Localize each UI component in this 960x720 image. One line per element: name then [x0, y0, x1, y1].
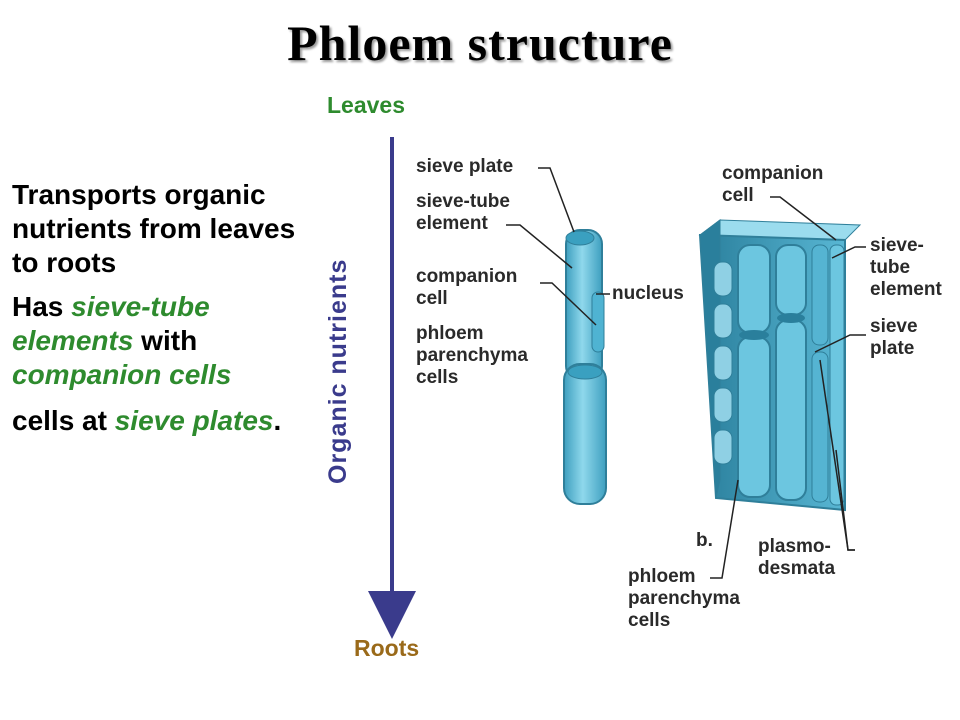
label-panel-b: b.	[696, 530, 713, 551]
label-sieve-plate-right-1: sieve	[870, 316, 918, 337]
bullet-transport: Transports organic nutrients from leaves…	[12, 179, 296, 278]
sieve-plate	[777, 313, 805, 323]
page-title: Phloem structure	[287, 15, 673, 71]
sieve-tube-element-lower	[563, 363, 607, 505]
left-cell-illustration	[563, 229, 607, 505]
bullet2-text-a: Has	[12, 291, 72, 322]
bullet2-text-b: with	[133, 325, 198, 356]
label-sieve-tube-right-3: element	[870, 279, 942, 300]
sieve-plate	[739, 330, 769, 340]
sieve-plate-middle	[567, 364, 603, 380]
label-plasmodesmata-2: desmata	[758, 558, 836, 579]
label-sieve-tube-left-1: sieve-tube	[416, 191, 510, 212]
parenchyma-cell	[713, 345, 733, 381]
companion-cell	[811, 244, 829, 346]
sieve-plates-term: sieve plates	[114, 405, 274, 436]
label-parenchyma-right-2: parenchyma	[628, 588, 740, 609]
label-parenchyma-left-3: cells	[416, 367, 458, 388]
label-companion-right-1: companion	[722, 163, 823, 184]
companion-cells-term: companion cells	[12, 359, 232, 390]
label-nucleus: nucleus	[612, 283, 684, 304]
sieve-tube-element-edge	[829, 244, 845, 506]
label-parenchyma-right-3: cells	[628, 610, 670, 631]
parenchyma-cell	[713, 429, 733, 465]
label-sieve-tube-right-1: sieve-	[870, 235, 924, 256]
label-sieve-plate-right-2: plate	[870, 338, 914, 359]
label-companion-left-1: companion	[416, 266, 517, 287]
label-companion-right-2: cell	[722, 185, 754, 206]
sieve-tube-elements-term: sieve-tube elements	[12, 291, 210, 356]
sieve-tube-element	[775, 244, 807, 316]
sieve-tube-element	[775, 319, 807, 501]
label-companion-left-2: cell	[416, 288, 448, 309]
sieve-tube-element	[737, 336, 771, 498]
label-plasmodesmata-1: plasmo-	[758, 536, 831, 557]
bullet-sieve-plates: cells at sieve plates.	[12, 404, 322, 438]
sieve-tube-element	[737, 244, 771, 334]
leader-lines	[506, 167, 866, 579]
companion-cell	[811, 351, 829, 503]
right-block-illustration	[698, 219, 862, 512]
leaves-label: Leaves	[327, 92, 406, 118]
roots-label: Roots	[354, 635, 420, 661]
parenchyma-cell	[713, 261, 733, 297]
label-sieve-tube-left-2: element	[416, 213, 488, 234]
description-text: Transports organic nutrients from leaves…	[12, 178, 322, 448]
label-sieve-plate-left: sieve plate	[416, 156, 513, 177]
label-parenchyma-right-1: phloem	[628, 566, 696, 587]
bullet3-text-b: .	[273, 405, 282, 436]
bullet3-text-a: cells at	[12, 405, 115, 436]
label-parenchyma-left-2: parenchyma	[416, 345, 528, 366]
sieve-plate-top	[565, 230, 595, 246]
label-sieve-tube-right-2: tube	[870, 257, 910, 278]
parenchyma-cell	[713, 303, 733, 339]
parenchyma-cell	[713, 387, 733, 423]
bullet-sieve-tube: Has sieve-tube elements with companion c…	[12, 290, 322, 392]
label-parenchyma-left-1: phloem	[416, 323, 484, 344]
